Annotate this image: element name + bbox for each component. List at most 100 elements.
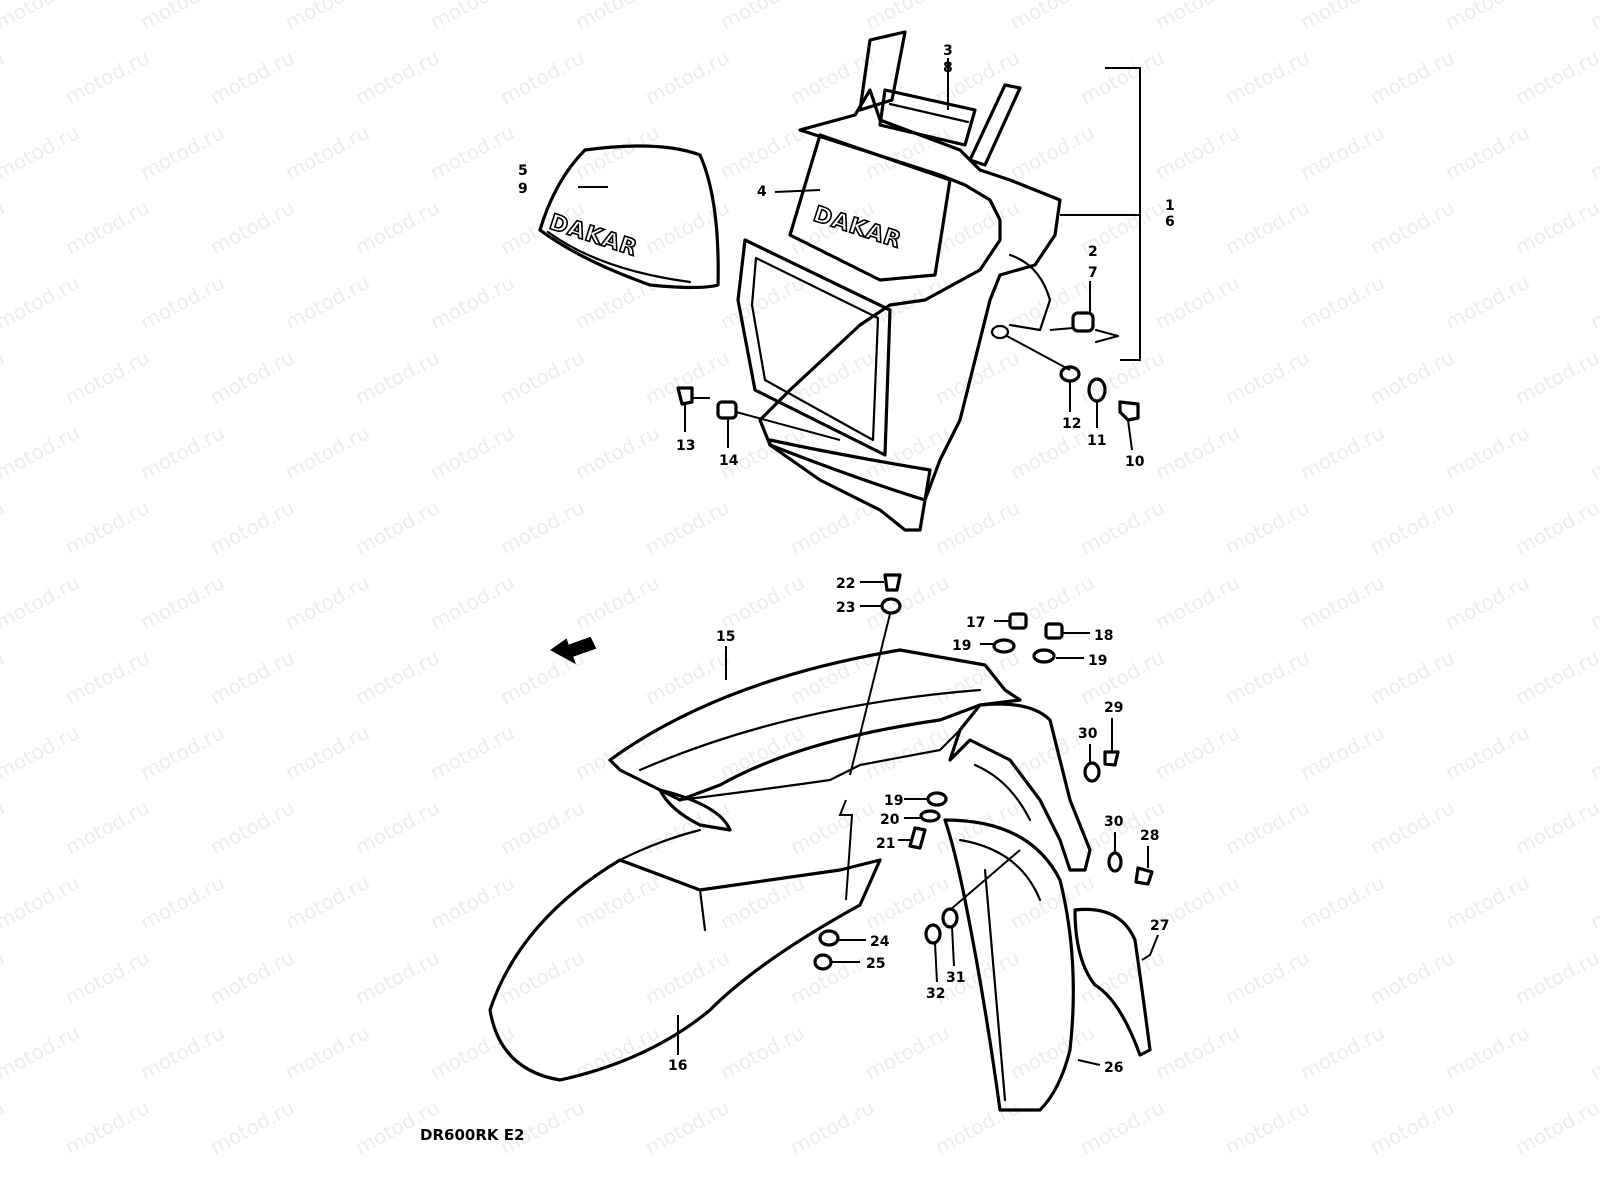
- watermark-text: motod.ru: [136, 420, 228, 484]
- watermark-text: motod.ru: [571, 570, 663, 634]
- upper-front-fender: [608, 648, 1022, 832]
- washer-19b: [1032, 648, 1084, 664]
- callout-25: 25: [866, 956, 885, 972]
- watermark-text: motod.ru: [786, 1095, 878, 1159]
- watermark-text: motod.ru: [1441, 720, 1533, 784]
- mud-flap: [1073, 907, 1152, 1057]
- callout-18: 18: [1094, 628, 1113, 644]
- callout-29: 29: [1104, 700, 1123, 716]
- watermark-text: motod.ru: [1511, 795, 1600, 859]
- washer-20: [904, 809, 941, 823]
- watermark-text: motod.ru: [281, 120, 373, 184]
- watermark-text: motod.ru: [1006, 120, 1098, 184]
- watermark-text: motod.ru: [496, 795, 588, 859]
- grommet-2-7: [1049, 281, 1120, 344]
- watermark-text: motod.ru: [136, 870, 228, 934]
- watermark-text: motod.ru: [496, 45, 588, 109]
- callout-19-b: 19: [1088, 653, 1107, 669]
- watermark-text: motod.ru: [61, 945, 153, 1009]
- watermark-text: motod.ru: [0, 570, 83, 634]
- watermark-text: motod.ru: [136, 570, 228, 634]
- watermark-text: motod.ru: [641, 345, 733, 409]
- washer-19a: [980, 638, 1016, 654]
- watermark-text: motod.ru: [281, 420, 373, 484]
- watermark-text: motod.ru: [281, 270, 373, 334]
- watermark-text: motod.ru: [0, 495, 8, 559]
- bolt-22: [860, 573, 902, 592]
- callout-14: 14: [719, 453, 739, 469]
- watermark-text: motod.ru: [206, 1095, 298, 1159]
- rear-fender: [943, 818, 1075, 1112]
- watermark-text: motod.ru: [571, 270, 663, 334]
- watermark-text: motod.ru: [1221, 1095, 1313, 1159]
- watermark-text: motod.ru: [281, 0, 373, 34]
- watermark-text: motod.ru: [1441, 870, 1533, 934]
- watermark-text: motod.ru: [0, 1020, 83, 1084]
- watermark-text: motod.ru: [206, 195, 298, 259]
- callout-28: 28: [1140, 828, 1159, 844]
- callout-21: 21: [876, 836, 895, 852]
- watermark-text: motod.ru: [1221, 645, 1313, 709]
- watermark-text: motod.ru: [1296, 270, 1388, 334]
- watermark-text: motod.ru: [206, 645, 298, 709]
- watermark-text: motod.ru: [136, 0, 228, 34]
- watermark-text: motod.ru: [1296, 420, 1388, 484]
- watermark-text: motod.ru: [1296, 1020, 1388, 1084]
- watermark-text: motod.ru: [1366, 1095, 1458, 1159]
- watermark-text: motod.ru: [1006, 870, 1098, 934]
- watermark-text: motod.ru: [281, 870, 373, 934]
- washer-12: [1059, 365, 1081, 412]
- callout-30-b: 30: [1104, 814, 1124, 830]
- watermark-text: motod.ru: [861, 420, 953, 484]
- watermark-text: motod.ru: [641, 1095, 733, 1159]
- watermark-text: motod.ru: [281, 570, 373, 634]
- watermark-text: motod.ru: [1441, 1020, 1533, 1084]
- watermark-text: motod.ru: [0, 120, 83, 184]
- watermark-text: motod.ru: [351, 645, 443, 709]
- watermark-text: motod.ru: [496, 945, 588, 1009]
- watermark-text: motod.ru: [1221, 345, 1313, 409]
- watermark-text: motod.ru: [0, 45, 8, 109]
- watermark-text: motod.ru: [0, 870, 83, 934]
- callout-9: 9: [518, 181, 528, 197]
- watermark-text: motod.ru: [1366, 195, 1458, 259]
- watermark-text: motod.ru: [1441, 270, 1533, 334]
- watermark-text: motod.ru: [931, 1095, 1023, 1159]
- watermark-text: motod.ru: [641, 45, 733, 109]
- clip-17: [994, 612, 1028, 630]
- watermark-text: motod.ru: [1076, 45, 1168, 109]
- watermark-text: motod.ru: [1151, 1020, 1243, 1084]
- callout-6: 6: [1165, 214, 1175, 230]
- watermark-text: motod.ru: [1366, 495, 1458, 559]
- watermark-text: motod.ru: [1006, 420, 1098, 484]
- watermark-text: motod.ru: [1441, 420, 1533, 484]
- callout-24: 24: [870, 934, 890, 950]
- callout-12: 12: [1062, 416, 1081, 432]
- watermark-text: motod.ru: [1076, 495, 1168, 559]
- watermark-text: motod.ru: [861, 0, 953, 34]
- watermark-text: motod.ru: [281, 1020, 373, 1084]
- watermark-layer: motod.ru motod.ru motod.ru motod.ru motod.ru…: [0, 0, 1600, 1159]
- watermark-text: motod.ru: [0, 270, 83, 334]
- watermark-text: motod.ru: [716, 570, 808, 634]
- watermark-text: motod.ru: [1296, 720, 1388, 784]
- callout-16: 16: [668, 1058, 687, 1074]
- fender-stay: [948, 702, 1092, 872]
- watermark-text: motod.ru: [1586, 870, 1600, 934]
- watermark-text: motod.ru: [426, 570, 518, 634]
- watermark-text: motod.ru: [0, 195, 8, 259]
- washer-19c: [904, 791, 948, 807]
- callout-2: 2: [1088, 244, 1098, 260]
- watermark-text: motod.ru: [0, 945, 8, 1009]
- nut-25: [813, 953, 860, 971]
- watermark-text: motod.ru: [786, 945, 878, 1009]
- watermark-text: motod.ru: [61, 795, 153, 859]
- watermark-text: motod.ru: [1221, 45, 1313, 109]
- washer-30b: [1107, 832, 1123, 873]
- watermark-text: motod.ru: [1366, 345, 1458, 409]
- watermark-text: motod.ru: [571, 870, 663, 934]
- arrow-front-icon: [550, 636, 597, 665]
- nut-23: [849, 597, 902, 776]
- callout-22: 22: [836, 576, 855, 592]
- visor-decal-text: DAKAR: [546, 210, 641, 262]
